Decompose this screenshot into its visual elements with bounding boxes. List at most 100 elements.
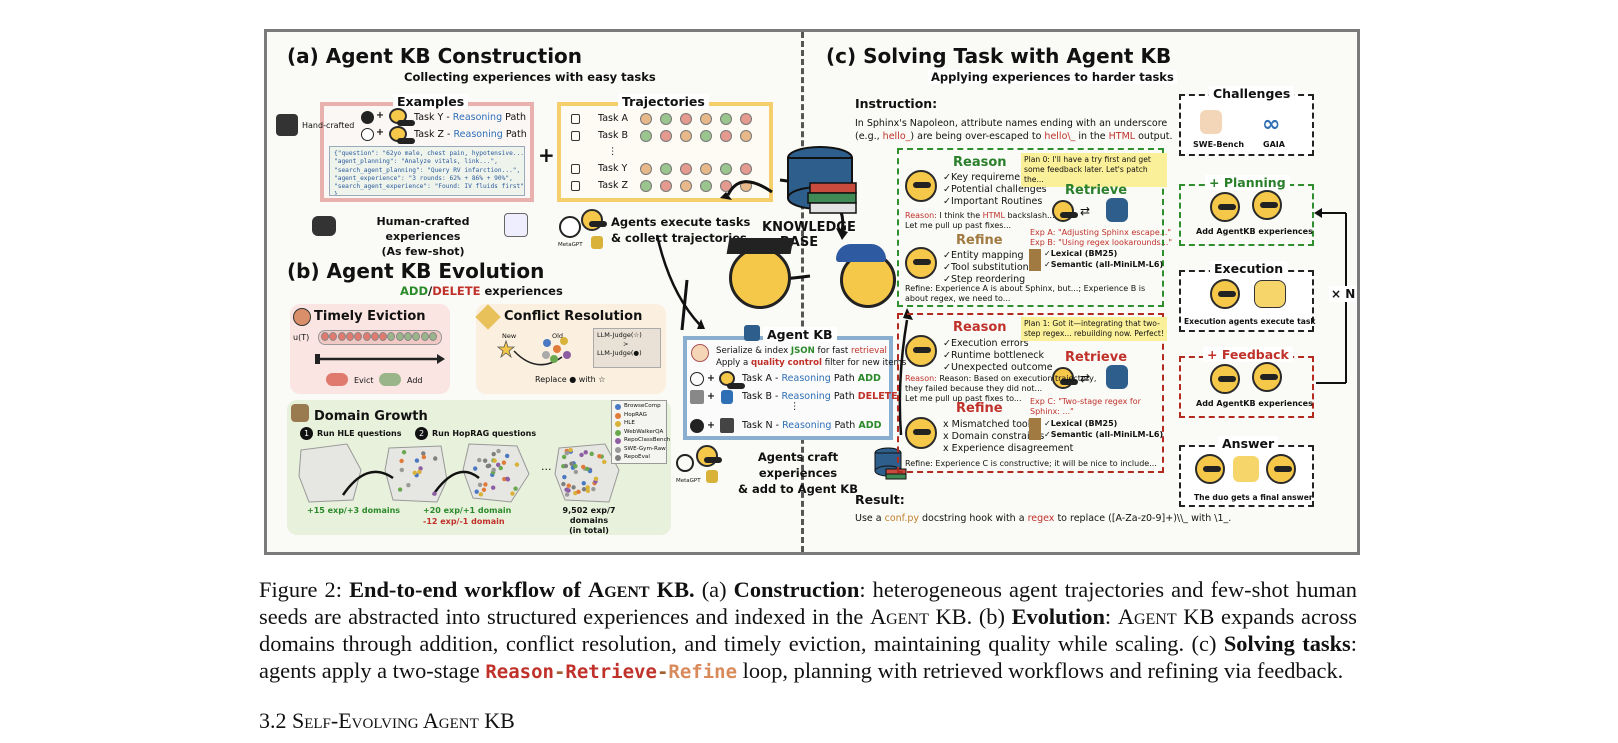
- checklist-item: x Mismatched tools: [943, 419, 1036, 430]
- swe-bench-logo: [1200, 110, 1222, 134]
- answer-text: The duo gets a final answer: [1194, 493, 1313, 502]
- kb-mini-icon: [1106, 198, 1128, 222]
- experience-point: [602, 459, 607, 465]
- experience-point: [566, 488, 571, 493]
- experience-point: [585, 488, 591, 493]
- kb-mini-icon: [744, 325, 760, 341]
- duck-teacher-icon: [905, 247, 937, 279]
- checklist-item: x Experience disagreement: [943, 443, 1074, 454]
- experience-point: [418, 466, 423, 471]
- experience-point: [399, 467, 405, 473]
- openai-icon: [559, 216, 581, 238]
- section-c-subtitle: Applying experiences to harder tasks: [928, 70, 1177, 84]
- step1-label: Run HLE questions: [317, 429, 402, 438]
- experience-point: [581, 464, 586, 470]
- instruction-label: Instruction:: [855, 96, 938, 111]
- checklist-item: ✓Potential challenges: [943, 184, 1047, 195]
- openai-icon: [361, 128, 374, 141]
- gaia-label: GAIA: [1263, 140, 1285, 149]
- experience-point: [566, 483, 571, 488]
- replace-text: Replace ● with ☆: [535, 375, 606, 384]
- refine-1-title: Refine: [956, 233, 1003, 248]
- experience-point: [505, 476, 510, 482]
- experience-point: [585, 485, 590, 490]
- experience-point: [474, 489, 479, 494]
- legend-swatch: [615, 446, 621, 453]
- camel-icon: [706, 470, 718, 483]
- trajectory-task-label: Task B: [598, 130, 629, 141]
- legend-label: RepoClassBench: [624, 437, 671, 443]
- trajectory-step: [680, 163, 692, 175]
- exec-text: Execution agents execute task: [1184, 317, 1316, 326]
- experience-point: [491, 451, 496, 457]
- legend-label: RepoEval: [624, 454, 650, 460]
- camel-icon: [591, 236, 603, 249]
- experience-point: [478, 492, 484, 497]
- duck-teacher-icon: [1252, 190, 1282, 220]
- utility-item: [354, 332, 363, 341]
- cap-icon: [836, 244, 886, 262]
- utility-item: [404, 332, 412, 341]
- trajectory-step: [700, 113, 712, 125]
- feedback-label: + Feedback: [1203, 347, 1293, 362]
- trajectory-arrow: [655, 234, 705, 329]
- experience-point: [432, 491, 437, 496]
- conflict-diagram: [496, 337, 571, 366]
- legend-swatch: [615, 429, 621, 436]
- llm-judge-text: LLM-Judge(☆) > LLM-Judge(●): [597, 331, 642, 357]
- refine-1-items: ✓Entity mapping✓Tool substitution✓Step r…: [943, 250, 1029, 286]
- experience-point: [433, 456, 438, 461]
- plant-icon: [291, 404, 309, 422]
- github-icon: [690, 419, 704, 433]
- clock-icon: [293, 308, 311, 326]
- experience-point: [477, 482, 483, 487]
- checklist-item: ✓Tool substitution: [943, 262, 1029, 273]
- domain-growth-title: Domain Growth: [314, 409, 428, 424]
- people-icon: [312, 216, 336, 236]
- timely-eviction-title: Timely Eviction: [314, 309, 426, 324]
- agent-kb-dots: ⋮: [790, 401, 800, 412]
- trajectory-step: [680, 180, 692, 192]
- duck-icon: [581, 209, 607, 231]
- duck-teacher-icon: [905, 335, 937, 367]
- experience-point: [491, 467, 496, 472]
- experience-point: [421, 451, 426, 456]
- experience-point: [481, 487, 487, 492]
- challenges-label: Challenges: [1209, 86, 1295, 101]
- duck-teacher-icon: [905, 417, 937, 449]
- checklist-item: ✓Runtime bottleneck: [943, 350, 1045, 361]
- experience-point: [581, 481, 586, 486]
- experience-point: [501, 460, 507, 465]
- experience-point: [562, 474, 567, 480]
- experience-point: [399, 458, 404, 464]
- openai-icon: [690, 372, 704, 386]
- experience-point: [472, 466, 478, 471]
- duck-teacher-icon: [1266, 454, 1296, 484]
- robot-icon: [720, 418, 734, 433]
- hands-icon: [1254, 280, 1286, 308]
- trajectory-step: [640, 113, 652, 125]
- duck-icon: [1210, 192, 1240, 222]
- experience-point: [597, 453, 602, 459]
- duck-icon: [389, 108, 415, 126]
- trajectory-task-label: Task Y: [598, 163, 628, 174]
- experience-point: [589, 451, 594, 457]
- high-five-icon: [1233, 456, 1259, 482]
- trajectory-step: [660, 163, 672, 175]
- experience-point: [561, 454, 567, 460]
- reason-2-title: Reason: [953, 320, 1007, 335]
- utility-item: [420, 332, 429, 341]
- execution-box: [1179, 270, 1314, 332]
- handcrafted-label: Hand-crafted: [302, 121, 355, 130]
- lexical-1: ✓Lexical (BM25): [1044, 249, 1118, 258]
- experience-point: [401, 450, 407, 455]
- execution-label: Execution: [1210, 261, 1288, 276]
- checklist-item: ✓Step reordering: [943, 274, 1026, 285]
- experience-point: [510, 491, 515, 496]
- utility-item: [345, 332, 354, 341]
- experience-point: [412, 470, 417, 475]
- semantic-2: ✓Semantic (all-MiniLM-L6): [1044, 430, 1164, 439]
- utility-item: [337, 332, 346, 341]
- experience-point: [585, 466, 590, 472]
